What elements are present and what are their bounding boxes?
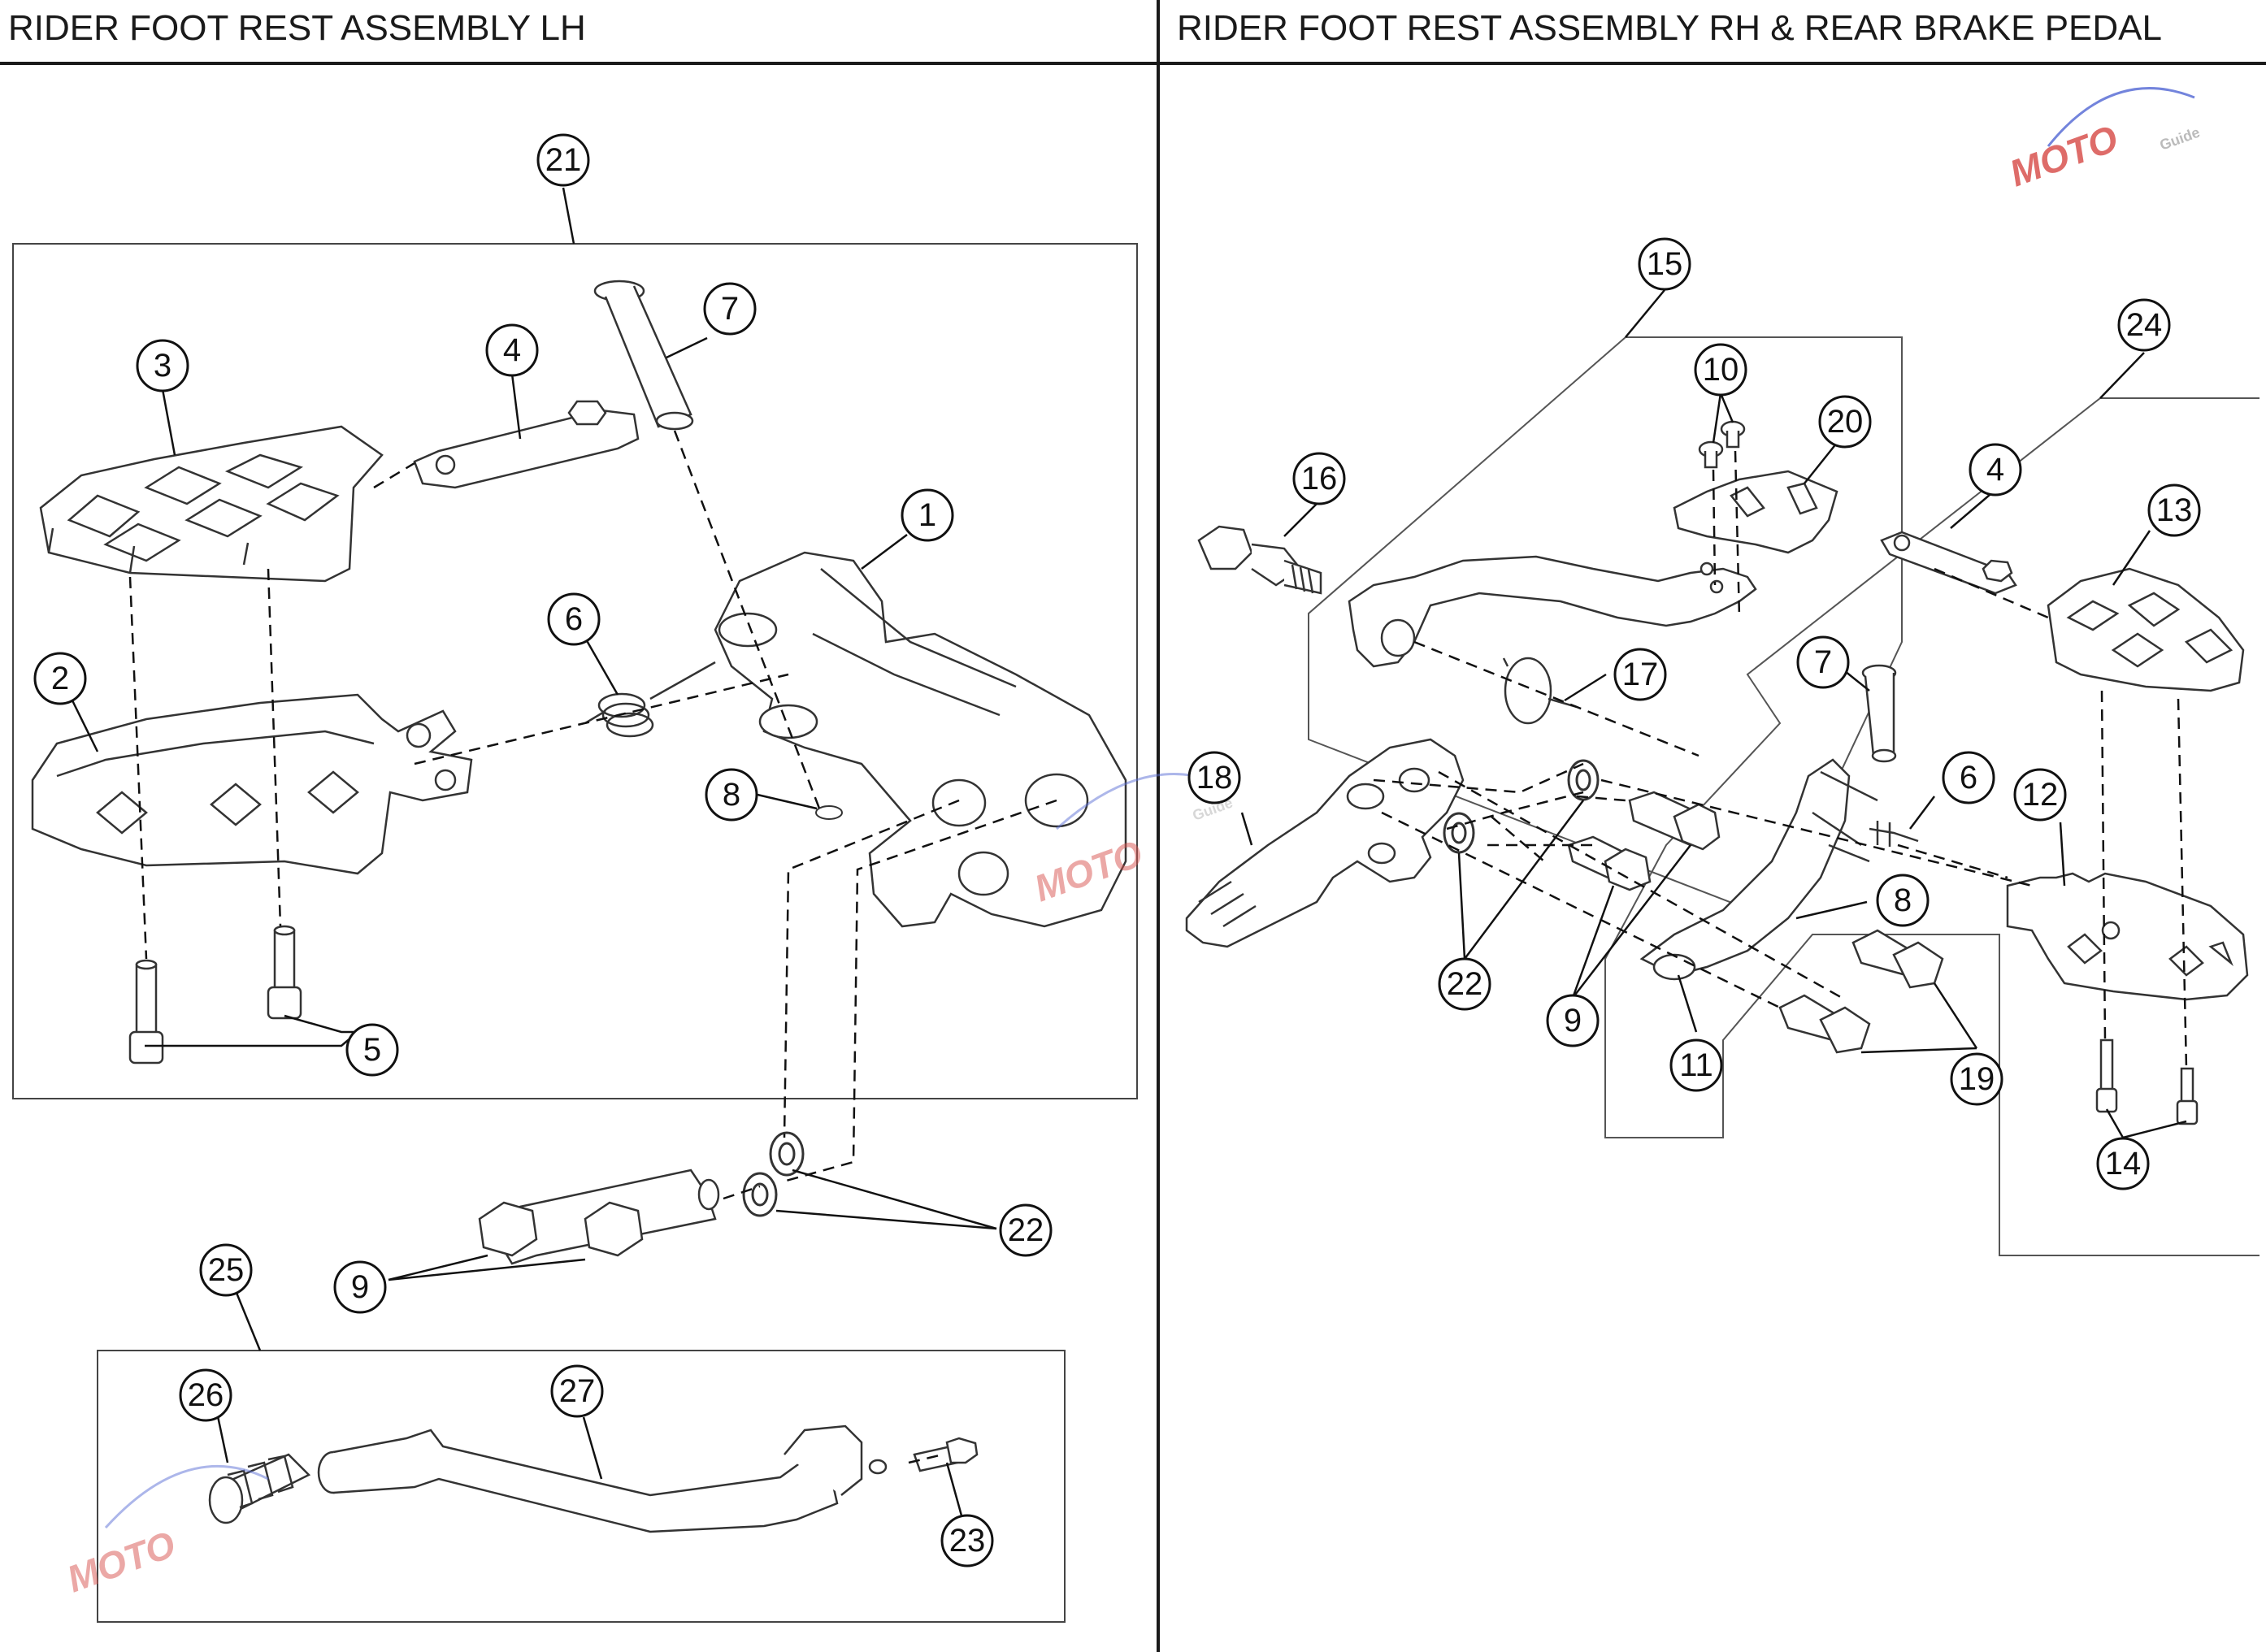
- callouts-right: [1187, 237, 2201, 1190]
- callout-4-right: 4: [1986, 452, 2004, 488]
- callout-27: 27: [559, 1373, 596, 1409]
- part-9-bolts-left: [478, 1169, 720, 1265]
- callout-25: 25: [208, 1252, 245, 1288]
- watermark-sub: Guide: [2158, 124, 2203, 154]
- part-6-spring-right: [1869, 821, 1919, 847]
- panel-title-left: RIDER FOOT REST ASSEMBLY LH: [8, 8, 586, 48]
- callout-circle-23: [940, 1514, 994, 1567]
- callout-23: 23: [949, 1523, 986, 1559]
- callout-6: 6: [565, 601, 583, 637]
- part-18-lever-bracket: [1185, 738, 1465, 948]
- leaders-right: [1240, 289, 2187, 1139]
- callout-labels-left: 21 3 4 7 1 2 6 8 5 9 22 25 26 27 23: [51, 142, 1044, 1559]
- callout-13: 13: [2156, 492, 2193, 528]
- part-8-clip: [815, 805, 843, 820]
- part-22-washers-left: [742, 1131, 805, 1217]
- watermark-brand-3: MOTO: [62, 1523, 181, 1601]
- callout-circle-3: [136, 339, 189, 392]
- callout-circle-9: [333, 1260, 387, 1314]
- callout-labels-right: 15 10 20 24 16 4 13 7 17 18 6 12 8 22 9 …: [1196, 246, 2193, 1182]
- part-13-footpeg-rubber-right: [2047, 567, 2245, 692]
- part-23-bolt: [913, 1437, 979, 1472]
- callout-21: 21: [545, 142, 582, 178]
- part-15-brake-pedal: [1348, 555, 1757, 668]
- callout-19: 19: [1959, 1061, 1995, 1097]
- assembly-lines-right: [1373, 450, 2188, 1069]
- callout-5: 5: [363, 1032, 381, 1068]
- callout-circle-27: [550, 1364, 604, 1418]
- callout-circle-7: [703, 282, 757, 336]
- part-20-pad: [1673, 470, 1838, 554]
- part-9-bolts-right: [1567, 791, 1721, 891]
- callout-20: 20: [1827, 404, 1864, 440]
- part-4-plate: [413, 400, 640, 489]
- callout-3: 3: [154, 348, 171, 384]
- callout-22: 22: [1008, 1212, 1044, 1248]
- callout-24: 24: [2126, 307, 2163, 343]
- callout-8-right: 8: [1894, 882, 1912, 918]
- callout-12: 12: [2022, 777, 2059, 813]
- callout-18: 18: [1196, 760, 1233, 796]
- part-27-gear-lever: [317, 1424, 888, 1533]
- callout-circle-6: [547, 592, 601, 646]
- callout-circle-5: [345, 1023, 399, 1077]
- watermark-right: MOTO Guide: [2004, 87, 2203, 194]
- part-2-footpeg-body: [31, 693, 473, 875]
- part-22-washers-right: [1443, 759, 1600, 854]
- callout-circle-22: [999, 1203, 1053, 1257]
- callout-circle-2: [33, 652, 87, 705]
- group-box-25: [97, 1350, 1066, 1623]
- callout-circle-1: [901, 488, 954, 542]
- leaders-left: [70, 187, 997, 1525]
- callout-16: 16: [1301, 461, 1338, 496]
- part-7-pin-right: [1861, 664, 1897, 763]
- part-5-bolts: [128, 925, 302, 1064]
- group-box-24: [1604, 397, 2259, 1256]
- part-26-grip: [208, 1453, 311, 1524]
- callout-1: 1: [918, 497, 936, 533]
- callout-circle-21: [536, 133, 590, 187]
- part-17-spring-ring: [1502, 657, 1578, 725]
- callout-circle-25: [199, 1243, 253, 1297]
- callouts-left: [33, 133, 1053, 1567]
- callout-15: 15: [1647, 246, 1683, 282]
- part-7-pin: [593, 280, 694, 431]
- callout-4: 4: [503, 332, 521, 368]
- callout-circle-4: [485, 323, 539, 377]
- assembly-lines-left: [128, 430, 1057, 1464]
- callout-2: 2: [51, 661, 69, 696]
- callout-17: 17: [1622, 657, 1659, 692]
- part-16-bolt: [1197, 525, 1322, 595]
- callout-6-right: 6: [1960, 760, 1977, 796]
- callout-9-right: 9: [1564, 1003, 1582, 1038]
- callout-7: 7: [721, 291, 739, 327]
- part-10-screws: [1698, 420, 1746, 469]
- part-1-bracket: [714, 551, 1127, 928]
- panel-title-right: RIDER FOOT REST ASSEMBLY RH & REAR BRAKE…: [1177, 8, 2162, 48]
- part-6-spring: [584, 661, 716, 738]
- part-4-plate-right: [1880, 531, 2017, 595]
- part-3-footpeg-rubber: [39, 425, 384, 583]
- callout-14: 14: [2105, 1146, 2142, 1182]
- callout-7-right: 7: [1814, 644, 1832, 680]
- callout-11: 11: [1679, 1047, 1713, 1083]
- part-12-footpeg-body-right: [2006, 872, 2249, 1001]
- callout-circle-26: [179, 1368, 232, 1422]
- group-box-21: [12, 243, 1138, 1099]
- callout-26: 26: [188, 1377, 224, 1413]
- part-14-bolts: [2095, 1038, 2199, 1125]
- part-19-bolts: [1778, 929, 1944, 1054]
- callout-8: 8: [723, 777, 740, 813]
- callout-22-right: 22: [1447, 966, 1483, 1002]
- part-11-bracket-arm: [1639, 758, 1878, 981]
- callout-9: 9: [351, 1269, 369, 1305]
- callout-10: 10: [1703, 352, 1739, 388]
- callout-circle-8: [705, 768, 758, 822]
